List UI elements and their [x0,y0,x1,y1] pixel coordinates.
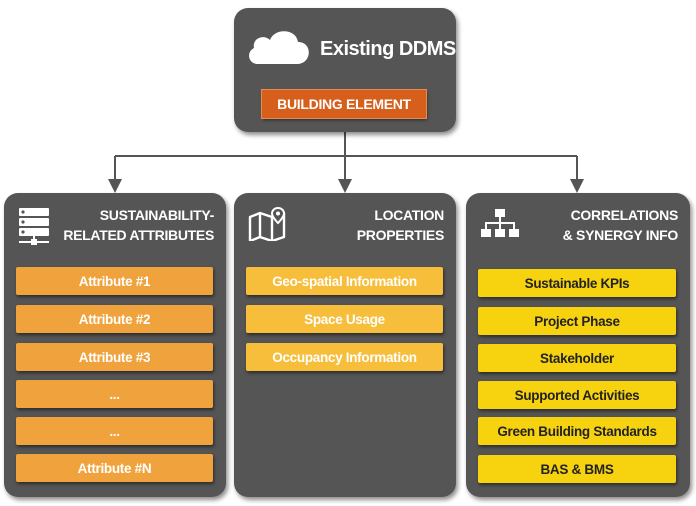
location-title-line-1: LOCATION [374,207,444,223]
ddms-panel: Existing DDMS BUILDING ELEMENT [234,8,456,132]
attribute-item: Attribute #1 [16,267,213,295]
location-item: Space Usage [246,305,443,333]
attribute-item: ... [16,417,213,445]
correlations-synergy-panel: CORRELATIONS & SYNERGY INFO Sustainable … [466,193,690,497]
correlations-title: CORRELATIONS & SYNERGY INFO [562,205,679,245]
correlations-title-line-2: & SYNERGY INFO [562,227,679,243]
attribute-item: Attribute #N [16,454,213,482]
ddms-title: Existing DDMS [320,38,456,60]
synergy-item: BAS & BMS [478,455,676,483]
location-title: LOCATION PROPERTIES [356,205,445,245]
cloud-icon [249,31,309,64]
sustainability-title: SUSTAINABILITY- RELATED ATTRIBUTES [63,205,214,245]
synergy-item: Green Building Standards [478,417,676,445]
attribute-item: ... [16,380,213,408]
location-properties-panel: LOCATION PROPERTIES Geo-spatial Informat… [234,193,456,497]
map-pin-icon [248,207,286,241]
sustainability-title-line-2: RELATED ATTRIBUTES [63,227,214,243]
sustainability-attributes-panel: SUSTAINABILITY- RELATED ATTRIBUTES Attri… [4,193,226,497]
hierarchy-icon [481,209,519,237]
attribute-item: Attribute #2 [16,305,213,333]
synergy-item: Project Phase [478,307,676,335]
building-element-badge: BUILDING ELEMENT [262,90,426,118]
synergy-item: Sustainable KPIs [478,269,676,297]
location-title-line-2: PROPERTIES [356,227,445,243]
location-item: Occupancy Information [246,343,443,371]
correlations-title-line-1: CORRELATIONS [570,207,679,223]
sustainability-title-line-1: SUSTAINABILITY- [99,207,215,223]
server-icon [19,208,49,245]
synergy-item: Stakeholder [478,344,676,372]
attribute-item: Attribute #3 [16,343,213,371]
location-item: Geo-spatial Information [246,267,443,295]
synergy-item: Supported Activities [478,381,676,409]
